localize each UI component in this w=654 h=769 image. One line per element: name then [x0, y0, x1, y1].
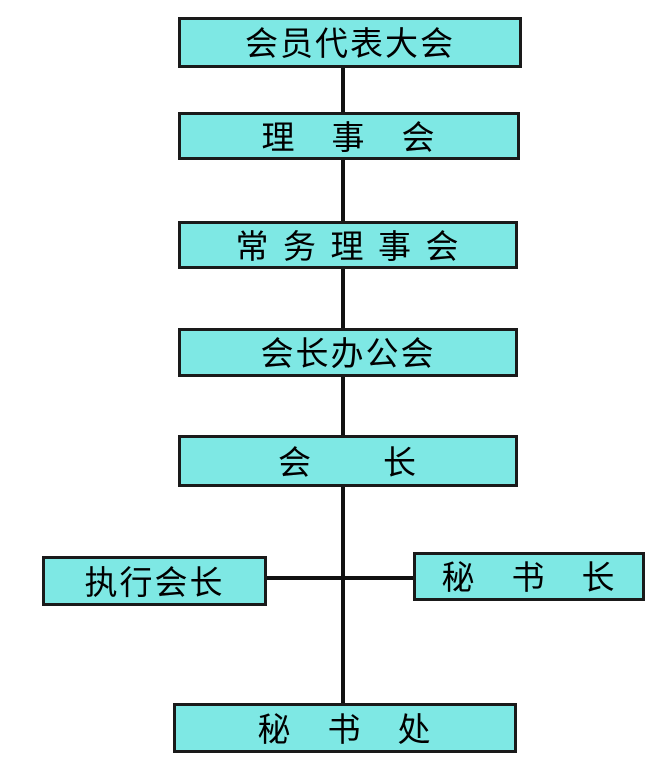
node-executive-president: 执行会长 — [42, 556, 267, 606]
node-standing-council-label: 常 务 理 事 会 — [235, 226, 461, 266]
connector-president-office-president — [341, 375, 345, 437]
connector-standing-council-president-office — [341, 267, 345, 330]
node-president-office-label: 会长办公会 — [260, 334, 436, 373]
connector-president-secretariat — [341, 485, 345, 705]
node-council-label: 理 事 会 — [261, 117, 437, 157]
node-standing-council: 常 务 理 事 会 — [178, 221, 518, 269]
node-council: 理 事 会 — [178, 112, 520, 160]
connector-member-congress-council — [341, 66, 345, 114]
node-member-congress-label: 会员代表大会 — [245, 24, 455, 63]
node-secretariat: 秘 书 处 — [173, 703, 517, 753]
connector-council-standing-council — [341, 158, 345, 223]
node-executive-president-label: 执行会长 — [84, 562, 225, 602]
node-president: 会 长 — [178, 435, 518, 487]
node-president-label: 会 长 — [278, 442, 418, 482]
node-secretary-general-label: 秘 书 长 — [441, 558, 617, 597]
node-secretariat-label: 秘 书 处 — [257, 709, 433, 749]
node-member-congress: 会员代表大会 — [178, 17, 522, 68]
node-president-office: 会长办公会 — [178, 328, 518, 377]
connector-executive-president-secretary-general — [265, 576, 415, 580]
node-secretary-general: 秘 书 长 — [413, 552, 645, 601]
